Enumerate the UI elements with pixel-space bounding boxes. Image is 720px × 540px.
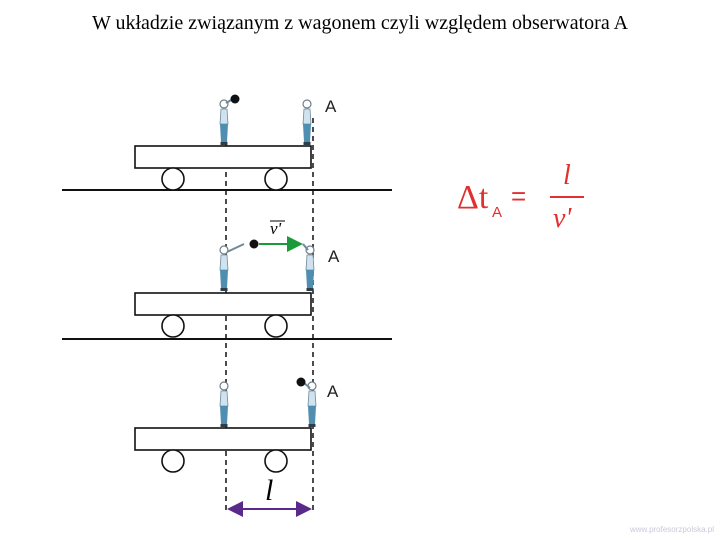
observer-label-3: A — [327, 382, 339, 401]
ball-1 — [231, 95, 240, 104]
thrower-person-3 — [220, 382, 228, 427]
observer-a-person-2 — [306, 246, 314, 291]
observer-label-2: A — [328, 247, 340, 266]
formula-delta-t: Δt — [457, 179, 489, 216]
ball-2 — [250, 240, 259, 249]
formula-subscript: A — [492, 204, 502, 221]
wagon-1 — [135, 146, 311, 168]
observer-a-person-3 — [308, 382, 316, 427]
wheel-2b — [265, 315, 287, 337]
ball-3 — [297, 378, 306, 387]
frame-3: A l — [135, 378, 339, 510]
thrower-person-1 — [220, 100, 228, 145]
formula-equals: = — [511, 181, 526, 211]
distance-label: l — [265, 474, 273, 507]
wheel-1a — [162, 168, 184, 190]
time-formula: Δt A = l v' — [457, 160, 584, 234]
wheel-2a — [162, 315, 184, 337]
formula-denominator: v' — [553, 203, 572, 234]
thrower-person-2 — [220, 246, 228, 291]
thrower-arm-2 — [227, 244, 244, 252]
formula-numerator: l — [563, 160, 571, 191]
wheel-1b — [265, 168, 287, 190]
watermark: www.profesorzpolska.pl — [630, 525, 714, 534]
velocity-label: v' — [270, 219, 282, 238]
wheel-3b — [265, 450, 287, 472]
observer-a-person-1 — [303, 100, 311, 145]
wagon-3 — [135, 428, 311, 450]
wagon-2 — [135, 293, 311, 315]
observer-label-1: A — [325, 97, 337, 116]
frame-1: A — [62, 95, 392, 191]
frame-2: v' A — [62, 219, 392, 339]
wheel-3a — [162, 450, 184, 472]
